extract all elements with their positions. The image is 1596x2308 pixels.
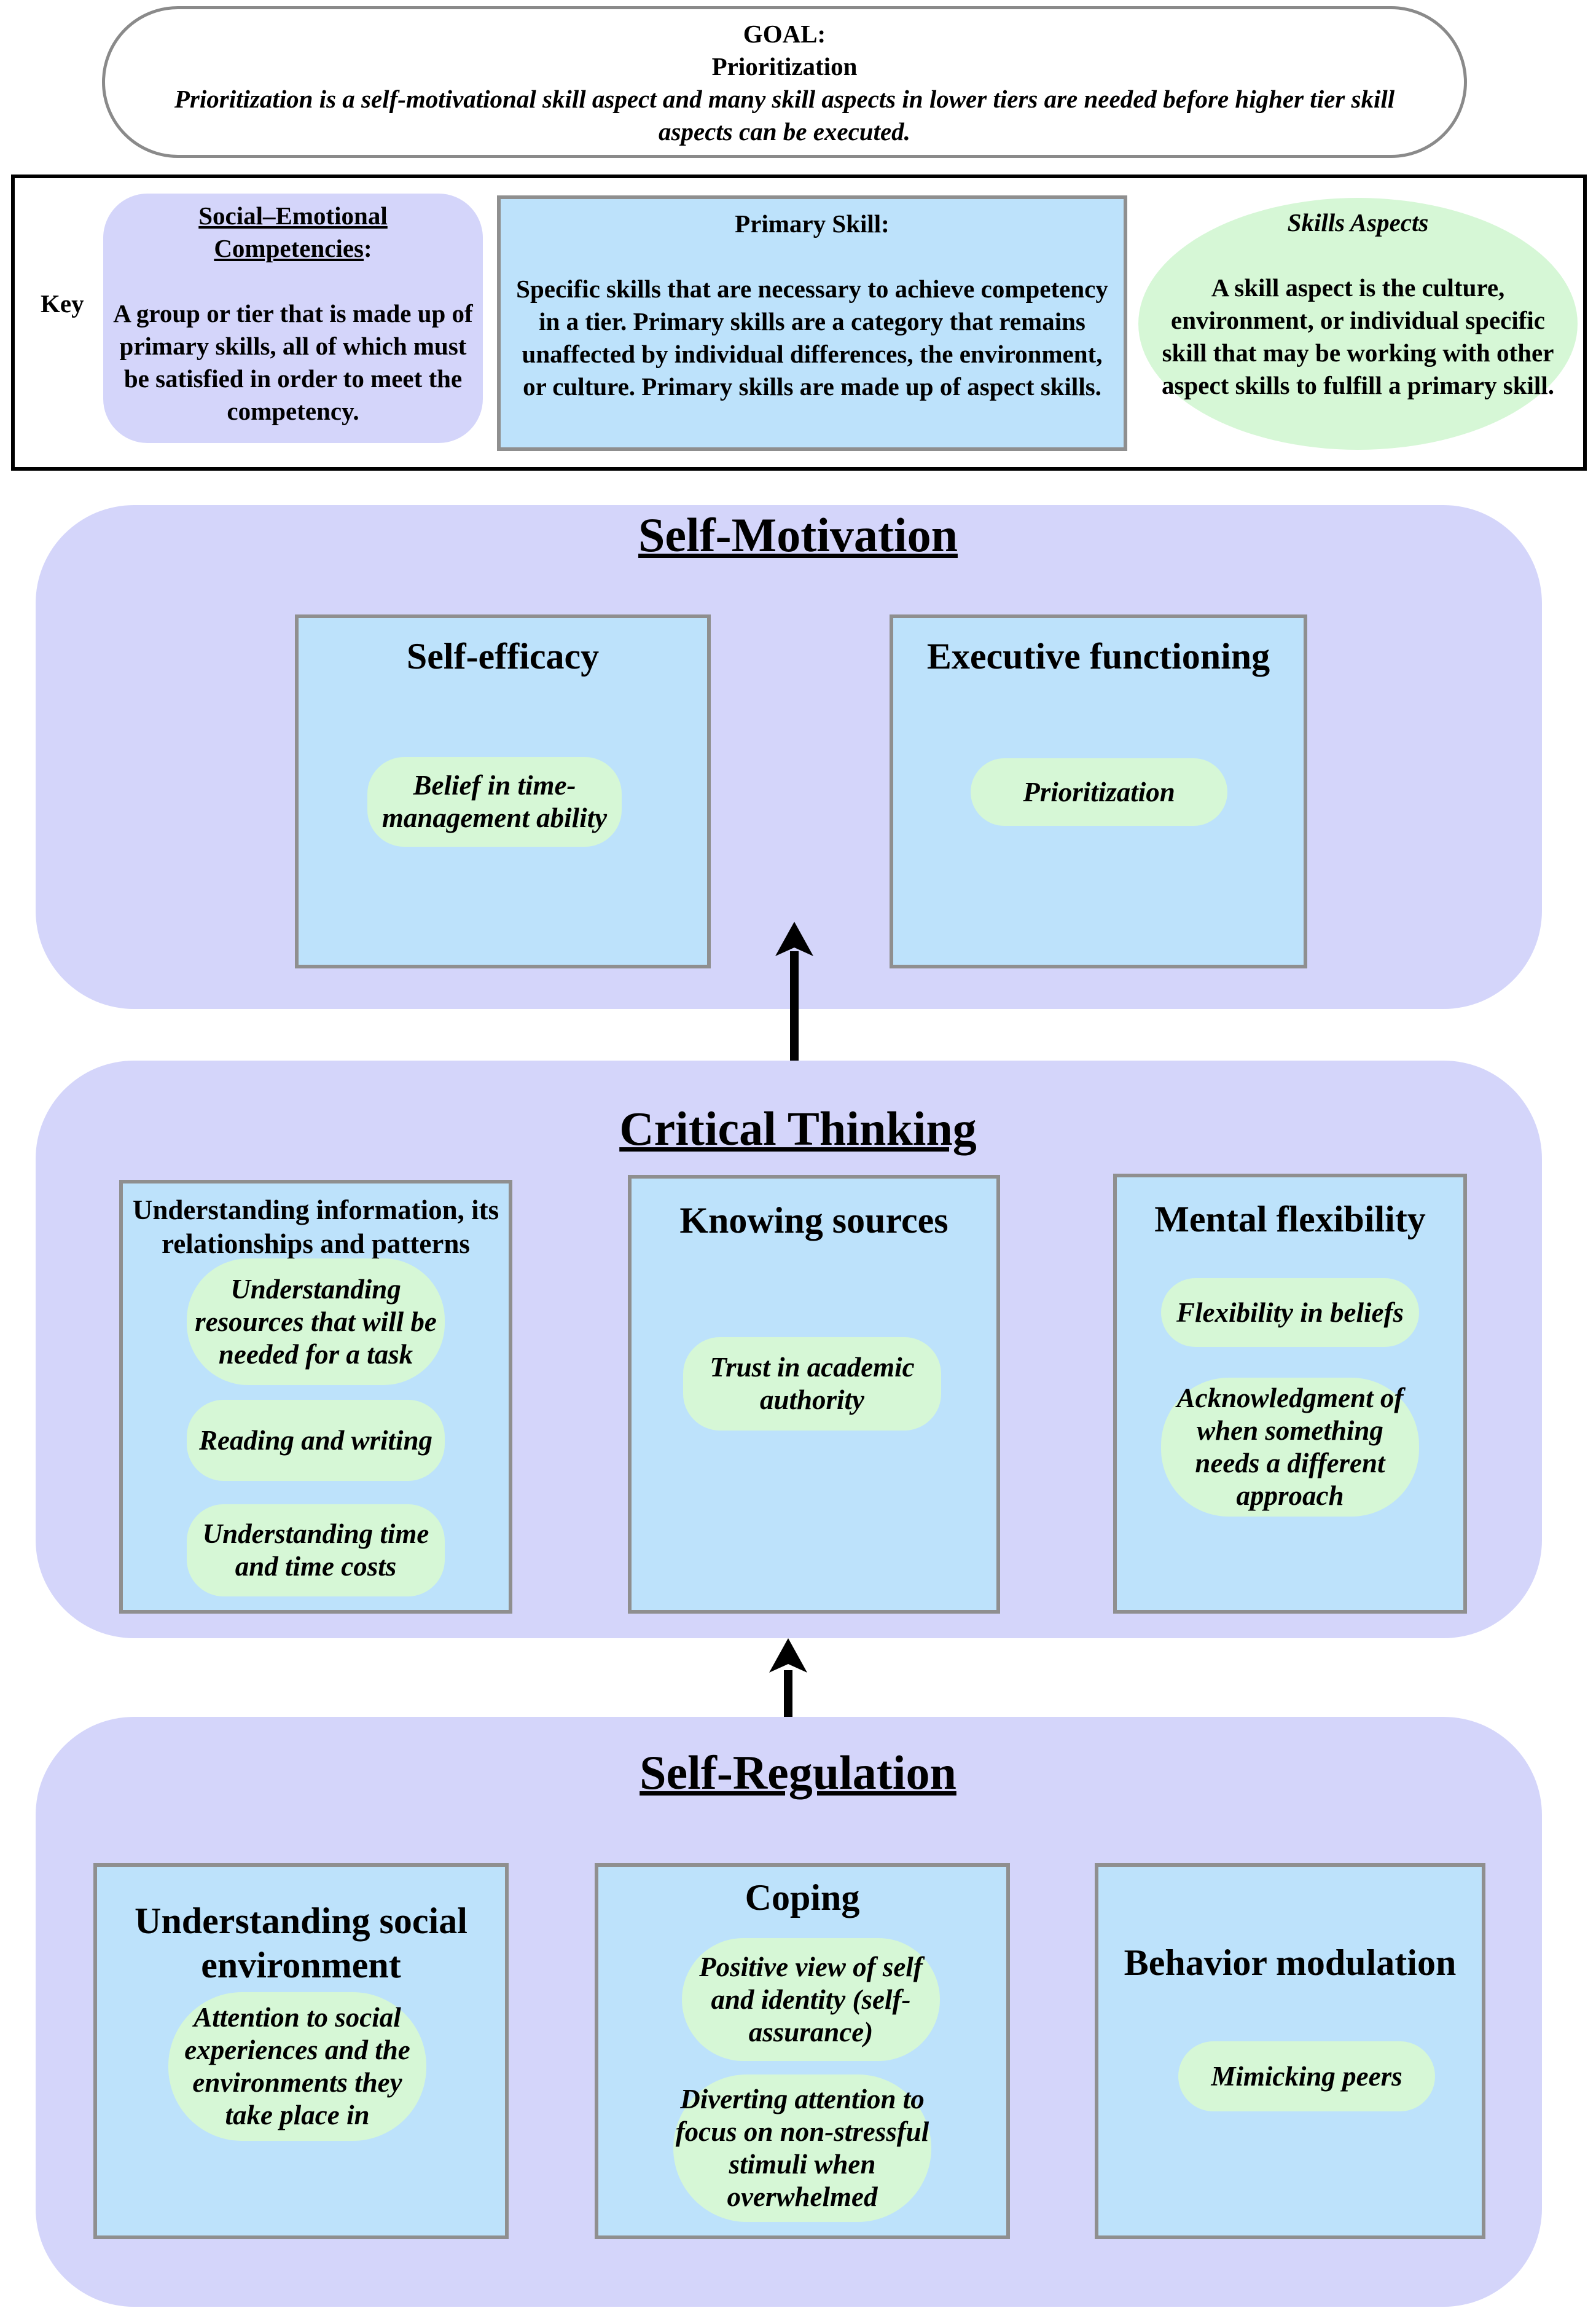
key-competencies-colon: : [364,234,372,262]
tier-title-self-motivation: Self-Motivation [638,508,958,562]
primary-skill-title: Coping [745,1877,860,1918]
key-aspects-title: Skills Aspects [1287,208,1429,237]
primary-skill-title: Executive functioning [926,636,1270,677]
key-competencies-text: A group or tier that is made up of prima… [113,299,473,425]
arrow-up-icon [775,922,813,956]
aspect-understanding-resources: Understanding resources that will be nee… [187,1258,445,1385]
aspect-attention-social-experiences: Attention to social experiences and the … [168,1992,426,2141]
primary-skill-title: Knowing sources [679,1200,949,1241]
tier-title-critical-thinking: Critical Thinking [619,1102,977,1155]
goal-box: GOAL: Prioritization Prioritization is a… [102,6,1467,158]
tier-title-self-regulation: Self-Regulation [640,1746,956,1799]
key-skill-aspects: Skills Aspects A skill aspect is the cul… [1138,198,1578,450]
aspect-diverting-attention: Diverting attention to focus on non-stre… [673,2074,931,2222]
aspect-acknowledgment-different-approach: Acknowledgment of when something needs a… [1161,1378,1419,1517]
primary-skill-title: Understanding information, its relations… [132,1195,499,1259]
key-primary-text: Specific skills that are necessary to ac… [516,275,1108,401]
arrow-up-icon [769,1638,807,1673]
key-competencies-title-2: Competencies [214,234,364,262]
key-primary-title: Primary Skill: [735,210,890,238]
key-competencies-title-1: Social–Emotional [198,202,388,230]
aspect-positive-view-self: Positive view of self and identity (self… [682,1938,940,2061]
primary-skill-title: Behavior modulation [1124,1942,1457,1983]
aspect-belief-time-management: Belief in time-management ability [367,757,622,847]
aspect-prioritization: Prioritization [971,758,1227,826]
goal-label: GOAL: [743,20,826,48]
key-aspects-text: A skill aspect is the culture, environme… [1162,273,1554,399]
aspect-reading-writing: Reading and writing [187,1400,445,1481]
aspect-trust-academic-authority: Trust in academic authority [683,1337,941,1431]
aspect-mimicking-peers: Mimicking peers [1178,2041,1435,2111]
arrow-shaft-lower [784,1670,792,1721]
aspect-flexibility-beliefs: Flexibility in beliefs [1161,1278,1419,1347]
goal-statement: Prioritization is a self-motivational sk… [174,85,1395,146]
key-label: Key [41,289,84,318]
key-primary-skill: Primary Skill: Specific skills that are … [497,195,1127,451]
key-competencies: Social–Emotional Competencies: A group o… [103,194,483,443]
primary-skill-title: Self-efficacy [406,636,600,677]
primary-skill-title: Understanding social environment [135,1901,467,1985]
goal-title: Prioritization [711,52,858,80]
aspect-understanding-time: Understanding time and time costs [187,1504,445,1596]
primary-skill-title: Mental flexibility [1154,1199,1426,1239]
